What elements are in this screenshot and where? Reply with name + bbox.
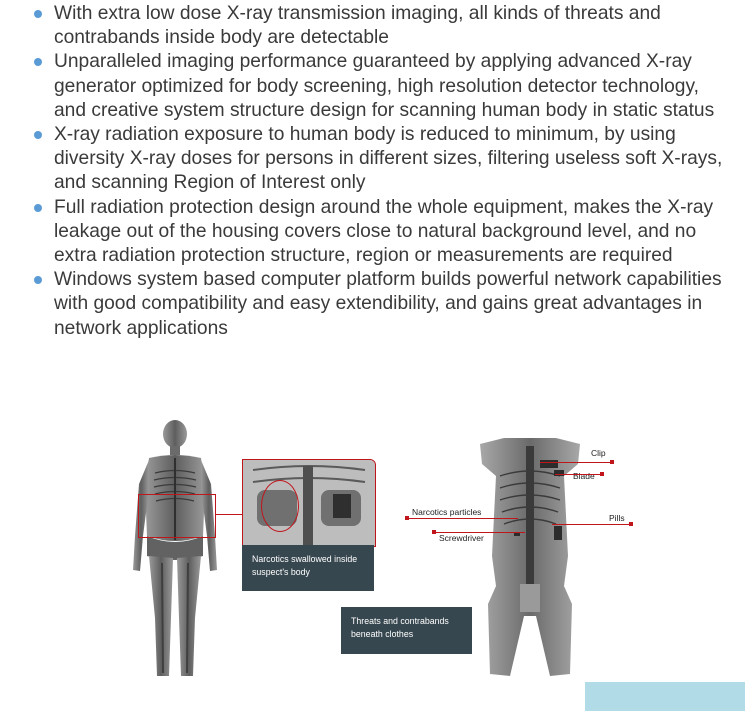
callout-clip: Clip [591, 448, 606, 458]
xray-torso-figure: Clip Blade Narcotics particles Pills Scr… [340, 436, 640, 680]
suspicious-object-circle [261, 480, 299, 532]
callout-line-blade [555, 474, 601, 475]
callout-blade: Blade [573, 471, 595, 481]
callout-narcotics: Narcotics particles [412, 507, 482, 517]
left-caption-box: Narcotics swallowed inside suspect's bod… [242, 545, 374, 591]
feature-bullet-list: With extra low dose X-ray transmission i… [32, 2, 732, 341]
bullet-item: With extra low dose X-ray transmission i… [32, 2, 732, 50]
right-caption-box: Threats and contrabands beneath clothes [341, 607, 472, 654]
region-of-interest-box [138, 494, 216, 538]
callout-line-pills [552, 524, 630, 525]
bullet-text: Full radiation protection design around … [54, 196, 714, 267]
corner-accent-block [585, 682, 745, 711]
callout-marker-narcotics [405, 516, 409, 520]
callout-marker-screwdriver [432, 530, 436, 534]
xray-full-body-figure: Narcotics swallowed inside suspect's bod… [125, 418, 385, 680]
callout-marker-clip [610, 460, 614, 464]
bullet-item: Unparalleled imaging performance guarant… [32, 50, 732, 123]
callout-pills: Pills [609, 513, 625, 523]
xray-torso-silhouette [480, 438, 580, 676]
xray-body-silhouette [133, 420, 217, 676]
bullet-item: X-ray radiation exposure to human body i… [32, 123, 732, 196]
bullet-dot-icon [34, 58, 42, 67]
bullet-text: With extra low dose X-ray transmission i… [54, 3, 661, 49]
callout-line-narcotics [406, 518, 518, 519]
callout-line-screwdriver [432, 532, 525, 533]
bullet-dot-icon [34, 203, 42, 212]
callout-marker-pills [629, 522, 633, 526]
bullet-item: Windows system based computer platform b… [32, 268, 732, 341]
bullet-text: Windows system based computer platform b… [54, 269, 722, 339]
bullet-text: X-ray radiation exposure to human body i… [54, 124, 723, 194]
bullet-text: Unparalleled imaging performance guarant… [54, 51, 715, 121]
bullet-dot-icon [34, 276, 42, 285]
zoomed-abdomen-inset [242, 459, 376, 547]
bullet-item: Full radiation protection design around … [32, 196, 732, 269]
connector-line [215, 514, 242, 515]
callout-line-clip [540, 462, 610, 463]
bullet-dot-icon [34, 10, 42, 18]
callout-screwdriver: Screwdriver [439, 533, 484, 543]
callout-marker-blade [600, 472, 604, 476]
bullet-dot-icon [34, 131, 42, 140]
